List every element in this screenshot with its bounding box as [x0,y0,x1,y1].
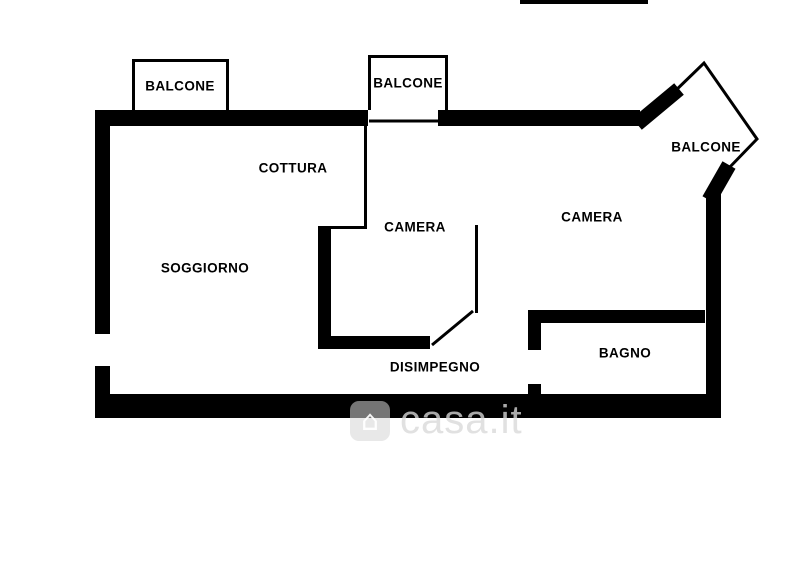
room-label-balcone-center: BALCONE [373,75,443,91]
interior-walls [318,126,705,418]
partition-bagno-left-lower [528,384,541,418]
doors [431,309,474,347]
scan-artifact [520,0,648,4]
partition-bagno-left-upper [528,310,541,350]
balcony-right-outline [669,60,759,172]
partition-cottura-thin [364,126,367,228]
wall-right [706,192,721,418]
room-label-soggiorno: SOGGIORNO [160,260,250,276]
wall-bottom [95,394,721,418]
wall-top-center [438,110,640,126]
partition-camera-left [318,226,331,348]
partition-step-thin [318,226,367,229]
balcony-outlines [132,55,759,172]
diagonal-walls [632,83,736,204]
room-label-camera-right: CAMERA [561,209,623,225]
balcony-left-outline [132,59,229,112]
room-label-balcone-right: BALCONE [671,139,741,155]
room-label-balcone-left: BALCONE [145,78,215,94]
wall-top-left [95,110,368,126]
room-label-camera-center: CAMERA [384,219,446,235]
wall-diagonal-lower [702,161,736,204]
door-leaf-camera [431,309,474,347]
partition-cameras-thin [475,225,478,313]
room-label-disimpegno: DISIMPEGNO [389,359,481,375]
balcony-center-outline [368,55,448,110]
wall-left [95,110,110,334]
wall-diagonal-upper [632,83,684,130]
room-label-cottura: COTTURA [258,160,328,176]
outer-walls [95,110,721,418]
room-label-bagno: BAGNO [598,345,652,361]
partition-camera-bottom [318,336,430,349]
wall-left-stub [95,366,110,394]
partition-bagno-top [528,310,705,323]
